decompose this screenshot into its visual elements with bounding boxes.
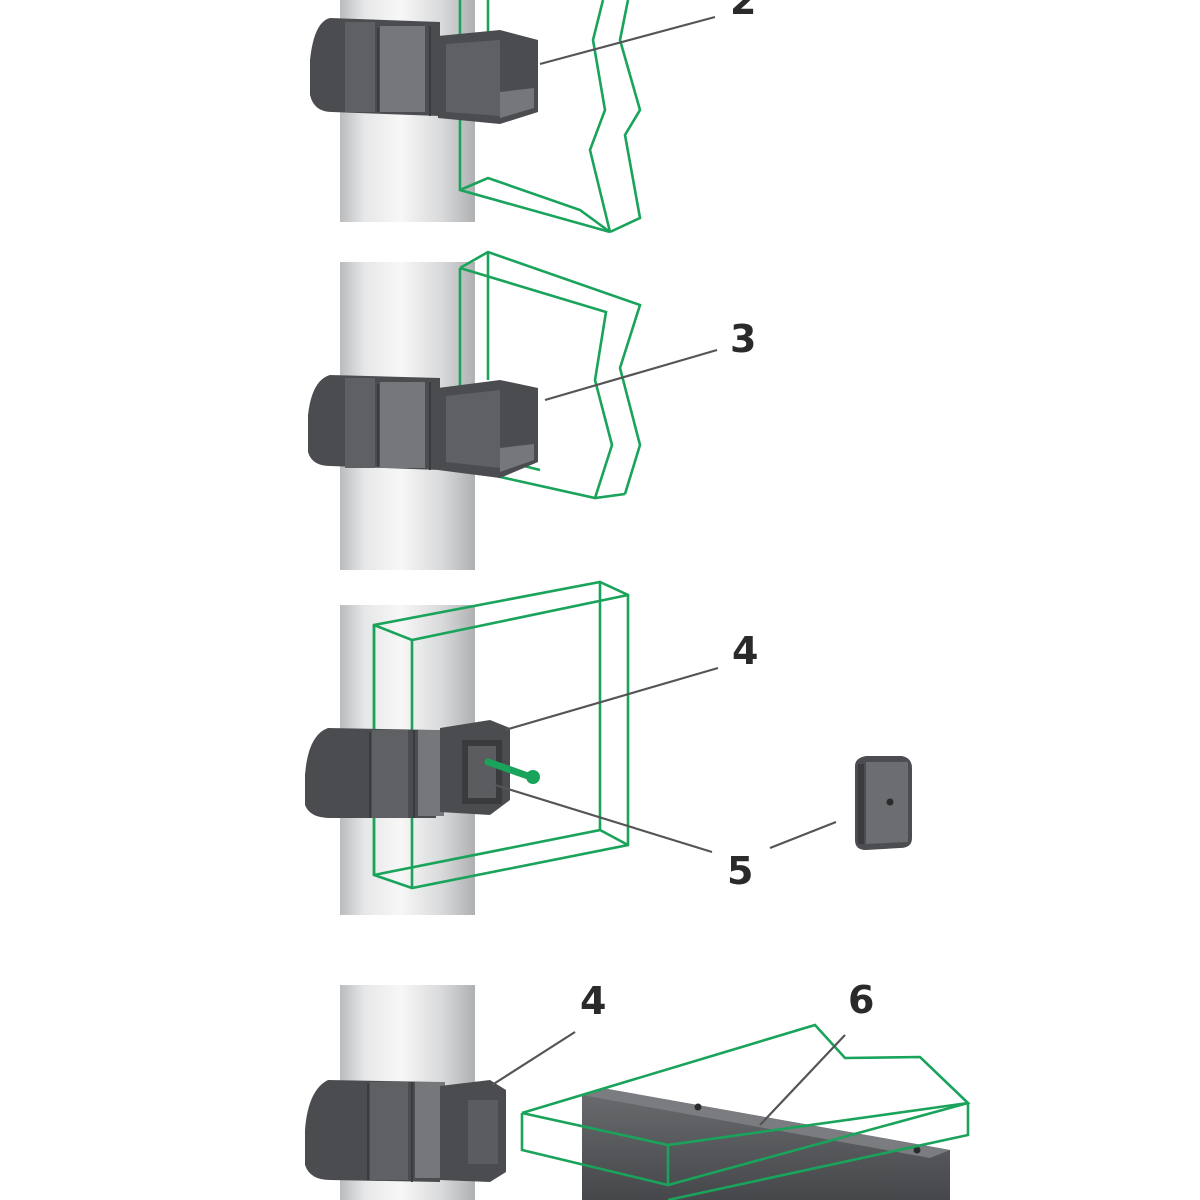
callout-4a: 4 <box>732 629 758 673</box>
leader-3 <box>544 348 718 402</box>
callout-6: 6 <box>848 978 874 1022</box>
leader-5 <box>494 783 713 854</box>
callout-5: 5 <box>727 849 753 893</box>
callout-2: 2 <box>730 0 756 23</box>
panel-step-4-6: 4 6 <box>305 978 971 1200</box>
leader-6 <box>759 1034 846 1126</box>
panel-step-2: 2 <box>310 0 756 234</box>
green-screw <box>484 758 540 784</box>
mounting-plate-part <box>855 756 912 850</box>
clamp-2 <box>310 18 538 124</box>
wireframe-rail <box>520 1023 971 1200</box>
leader-5-part <box>769 820 837 850</box>
leader-2 <box>539 15 716 66</box>
leader-4a <box>504 666 719 732</box>
clamp-4b <box>305 1080 506 1182</box>
panel-step-3: 3 <box>308 250 756 570</box>
wireframe-bracket-3 <box>458 250 642 500</box>
callout-3: 3 <box>730 317 756 361</box>
callout-4b: 4 <box>580 979 606 1023</box>
clamp-4 <box>305 720 510 818</box>
clamp-3 <box>308 375 538 478</box>
beam-part-6 <box>582 1088 950 1200</box>
leader-4b <box>491 1031 576 1086</box>
panel-step-4-5: 4 5 <box>305 580 912 915</box>
